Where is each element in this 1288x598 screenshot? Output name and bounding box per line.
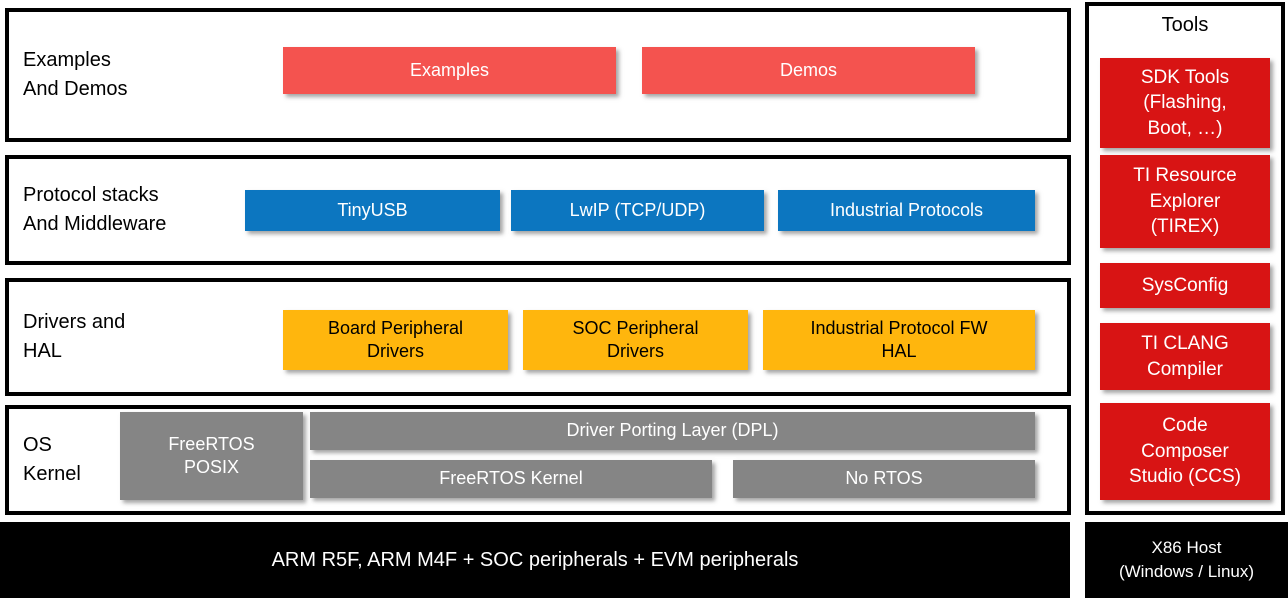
code-composer-studio-block: Code Composer Studio (CCS)	[1100, 403, 1270, 500]
sysconfig-block: SysConfig	[1100, 263, 1270, 308]
layer-label-protocol-stacks: Protocol stacks And Middleware	[23, 184, 167, 235]
sdk-tools-block: SDK Tools (Flashing, Boot, …)	[1100, 58, 1270, 148]
tinyusb-block: TinyUSB	[245, 190, 500, 231]
freertos-kernel-block: FreeRTOS Kernel	[310, 460, 712, 498]
industrial-protocols-block: Industrial Protocols	[778, 190, 1035, 231]
tools-title: Tools	[1161, 14, 1209, 36]
driver-porting-layer-block: Driver Porting Layer (DPL)	[310, 412, 1035, 450]
no-rtos-block: No RTOS	[733, 460, 1035, 498]
examples-block: Examples	[283, 47, 616, 94]
tools-panel: Tools SDK Tools (Flashing, Boot, …) TI R…	[1085, 2, 1285, 515]
layer-protocol-stacks: Protocol stacks And Middleware TinyUSB L…	[5, 155, 1071, 265]
layer-examples-demos: Examples And Demos Examples Demos	[5, 8, 1071, 142]
layer-label-os-kernel: OS Kernel	[23, 434, 81, 485]
freertos-posix-block: FreeRTOS POSIX	[120, 412, 303, 500]
lwip-block: LwIP (TCP/UDP)	[511, 190, 764, 231]
x86-host-block: X86 Host (Windows / Linux)	[1085, 522, 1288, 598]
ti-resource-explorer-block: TI Resource Explorer (TIREX)	[1100, 155, 1270, 248]
layer-drivers-hal: Drivers and HAL Board Peripheral Drivers…	[5, 278, 1071, 396]
layer-label-examples-demos: Examples And Demos	[23, 49, 128, 100]
demos-block: Demos	[642, 47, 975, 94]
board-peripheral-drivers-block: Board Peripheral Drivers	[283, 310, 508, 370]
hardware-bar: ARM R5F, ARM M4F + SOC peripherals + EVM…	[0, 522, 1070, 598]
layer-label-drivers-hal: Drivers and HAL	[23, 311, 126, 362]
industrial-protocol-fw-hal-block: Industrial Protocol FW HAL	[763, 310, 1035, 370]
soc-peripheral-drivers-block: SOC Peripheral Drivers	[523, 310, 748, 370]
ti-clang-compiler-block: TI CLANG Compiler	[1100, 323, 1270, 390]
layer-os-kernel: OS Kernel FreeRTOS POSIX Driver Porting …	[5, 405, 1071, 515]
